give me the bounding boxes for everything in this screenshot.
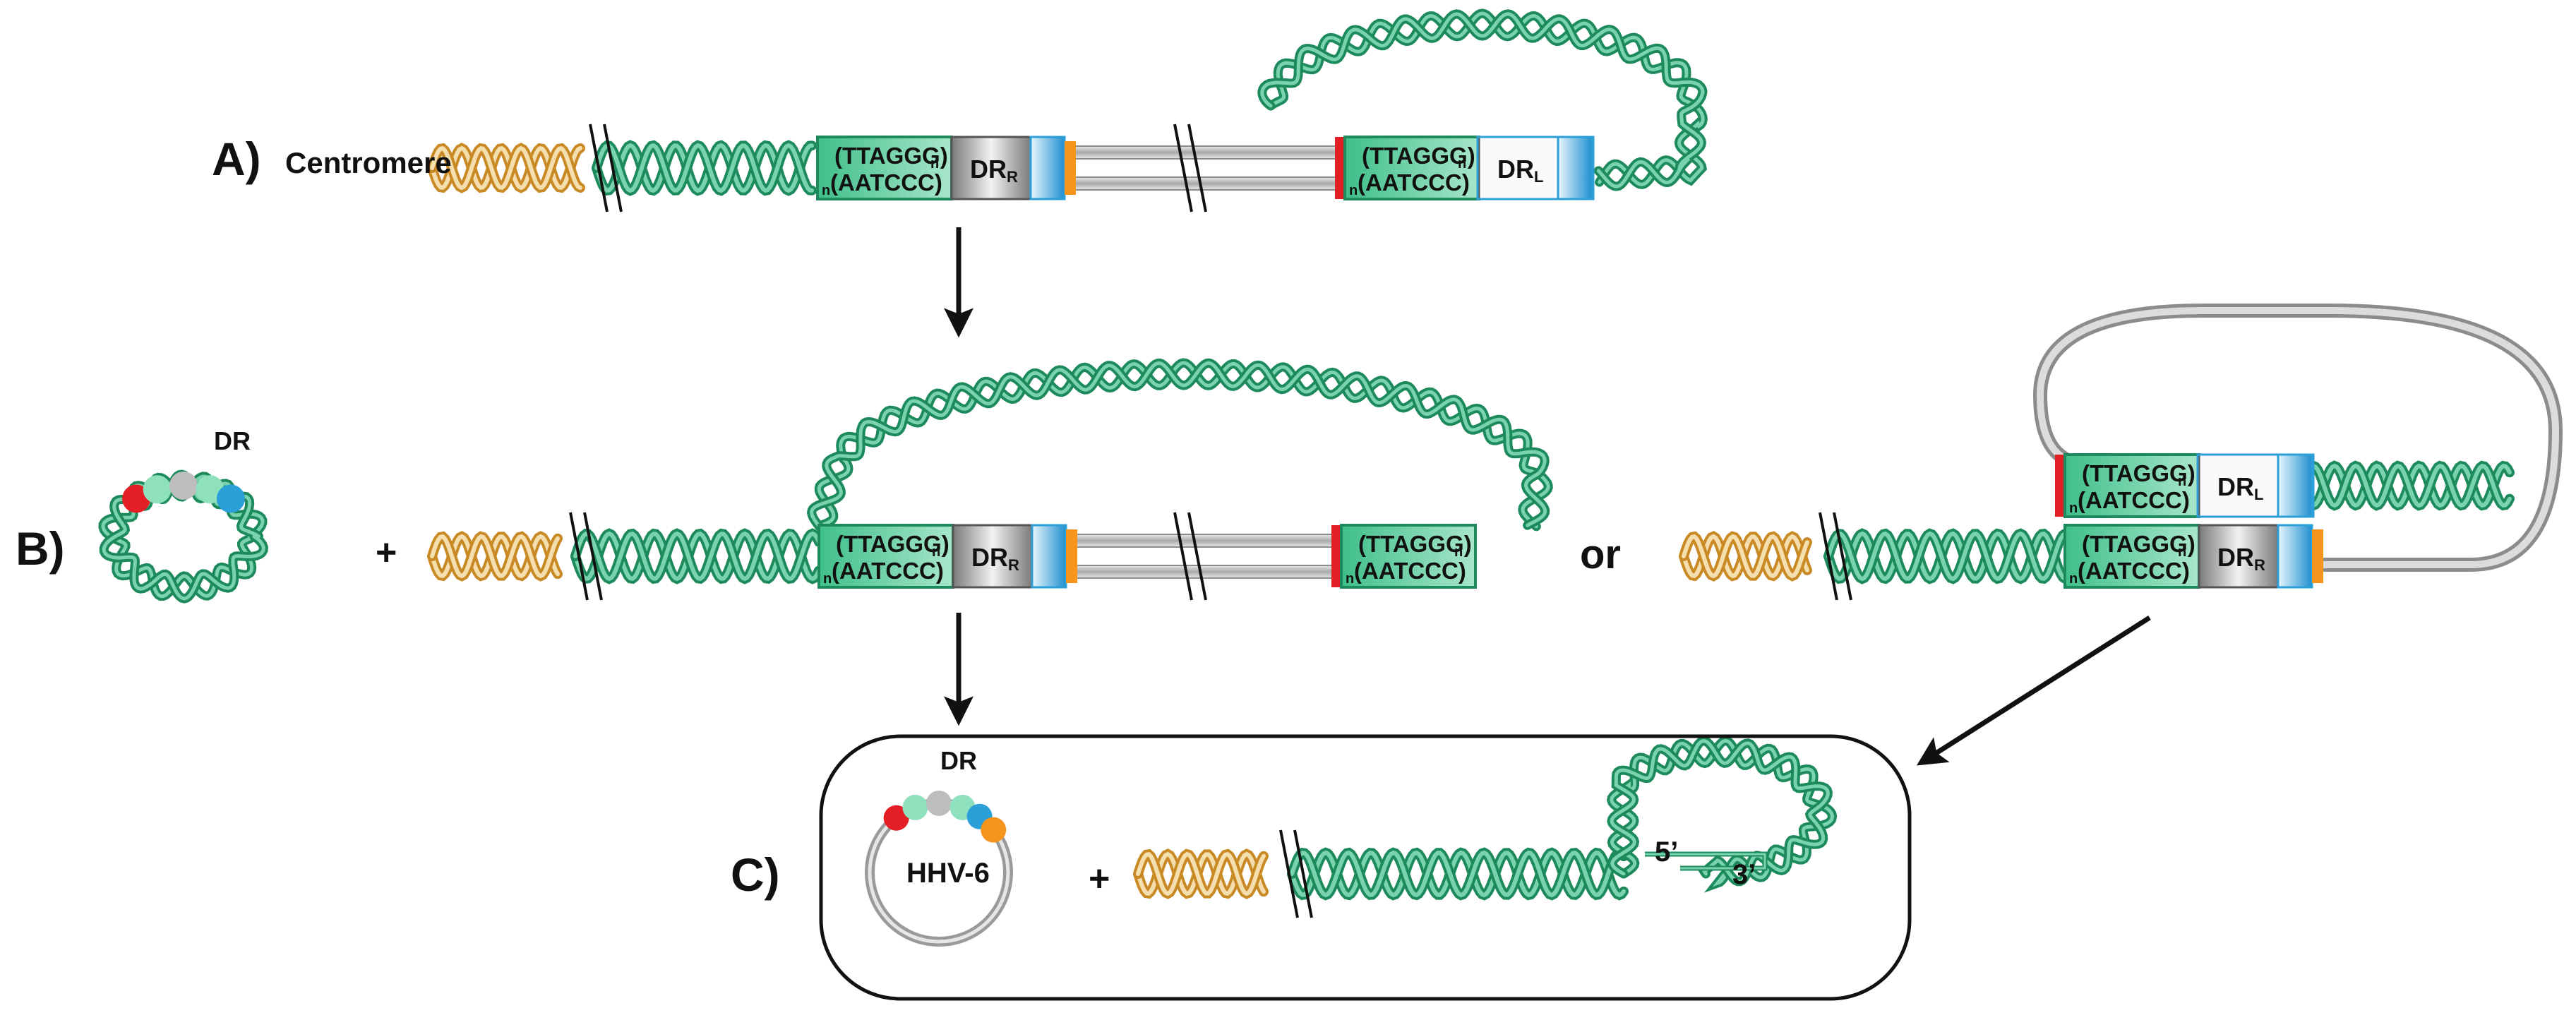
telomere-box (1343, 136, 1480, 200)
dr-frame (2196, 453, 2315, 518)
telomere-helix (1287, 847, 1629, 901)
telomere-top-seq: (TTAGGG) (2082, 531, 2195, 557)
break-mark-icon (569, 512, 603, 601)
centromere-helix (1679, 531, 1812, 582)
break-mark-icon (1173, 124, 1207, 212)
telomere-subscript: n (1346, 571, 1354, 587)
hhv6-dr-segment (981, 817, 1007, 843)
telomere-subscript: n (1458, 156, 1466, 172)
telomere-top-seq: (TTAGGG) (1358, 531, 1472, 557)
blue-segment (2277, 524, 2313, 589)
break-mark-icon (1279, 829, 1313, 918)
telomere-helix (1823, 528, 2070, 584)
telomere-top-seq: (TTAGGG) (2082, 460, 2195, 486)
hhv6-dr-segment (883, 805, 909, 831)
telomere-subscript: n (2178, 544, 2186, 560)
break-mark-icon (589, 124, 623, 212)
telomere-helix (592, 140, 817, 196)
episome-segment (143, 475, 172, 504)
telomere-subscript: n (823, 571, 832, 587)
break-mark-icon (1819, 512, 1852, 601)
telomere-dr-right-b2: (TTAGGG)nn(AATCCC)DRR (2063, 524, 2323, 589)
blue-segment (2277, 453, 2313, 518)
centromere-helix (1133, 848, 1269, 899)
telomere-dr-right-a: (TTAGGG)nn(AATCCC)DRR (816, 136, 1076, 200)
telomere-bottom-seq: (AATCCC) (1354, 558, 1466, 584)
telomere-subscript: n (2069, 500, 2078, 516)
orange-segment (2312, 529, 2323, 583)
telomere-subscript: n (1349, 183, 1358, 198)
circle-episome-icon (122, 472, 245, 513)
centromere-helix (427, 531, 563, 582)
telomere-bottom-seq: (AATCCC) (1358, 169, 1470, 196)
telomere-bottom-seq: (AATCCC) (830, 169, 942, 196)
plus-sign-b: + (376, 532, 397, 573)
telomere-dr-right-b: (TTAGGG)nn(AATCCC)DRR (817, 524, 1077, 589)
telomere-bottom-seq: (AATCCC) (832, 558, 944, 584)
blue-segment (1031, 524, 1067, 589)
viral-genome-loop-inner (2036, 307, 2560, 568)
hhv6-dr-arc (883, 791, 1007, 843)
centromere-label: Centromere (285, 146, 452, 179)
telomere-dr-left-b2: (TTAGGG)nn(AATCCC)DRL (2055, 453, 2315, 518)
telomere-bottom-seq: (AATCCC) (2078, 558, 2190, 584)
prime3-label: 3’ (1732, 859, 1756, 890)
panel-label-c: C) (731, 848, 780, 901)
telomere-subscript: n (822, 183, 830, 198)
telomere-bottom-seq: (AATCCC) (2078, 487, 2190, 513)
telomere-box (817, 524, 954, 589)
dr-frame (1476, 136, 1595, 200)
telomere-top-seq: (TTAGGG) (834, 143, 948, 169)
telomere-dr-left-a: (TTAGGG)nn(AATCCC)DRL (1335, 136, 1595, 200)
telomere-top-seq: (TTAGGG) (836, 531, 949, 557)
hhv6-label: HHV-6 (906, 858, 990, 889)
panel-label-a: A) (212, 133, 261, 185)
arrow-icon (1916, 616, 2151, 766)
telomere-subscript: n (2069, 571, 2078, 587)
panel-c-frame (819, 734, 1912, 1001)
orange-segment (1065, 141, 1076, 195)
hhv6-dr-segment (902, 794, 928, 820)
telomere-box (2063, 524, 2200, 589)
dr-box (2198, 524, 2280, 589)
telomere-loop-a (1257, 8, 1708, 191)
prime5-label: 5’ (1655, 836, 1678, 868)
telomere-b-far: (TTAGGG)n n(AATCCC) (1331, 524, 1477, 589)
telomere-top-seq: (TTAGGG) (1362, 143, 1475, 169)
telomere-subscript: n (930, 156, 939, 172)
telomere-helix (570, 528, 824, 584)
telomere-t-loop (1607, 736, 1838, 893)
blue-segment (1029, 136, 1066, 200)
hhv6-dr-label: DR (940, 746, 977, 775)
viral-genome-rods (1058, 145, 1346, 191)
overhang-strand-fill (1645, 853, 1766, 870)
telomere-box (1340, 524, 1477, 589)
telomere-subscript: n (1454, 544, 1463, 560)
telomere-helix (2298, 460, 2515, 511)
orange-segment (1066, 529, 1077, 583)
telomere-subscript: n (932, 544, 940, 560)
episome-segment (216, 484, 245, 513)
telomere-subscript: n (2178, 474, 2186, 489)
episome-dr-label-b: DR (214, 426, 251, 455)
or-label: or (1580, 532, 1621, 577)
episome-segment (169, 472, 198, 500)
break-mark-icon (1173, 512, 1207, 601)
panel-label-b: B) (16, 522, 65, 575)
plus-sign-c: + (1089, 858, 1110, 899)
centromere-helix (427, 143, 585, 193)
blue-segment (1557, 136, 1593, 200)
telomere-loop-b (806, 358, 1553, 532)
hhv6-dr-segment (926, 791, 952, 816)
